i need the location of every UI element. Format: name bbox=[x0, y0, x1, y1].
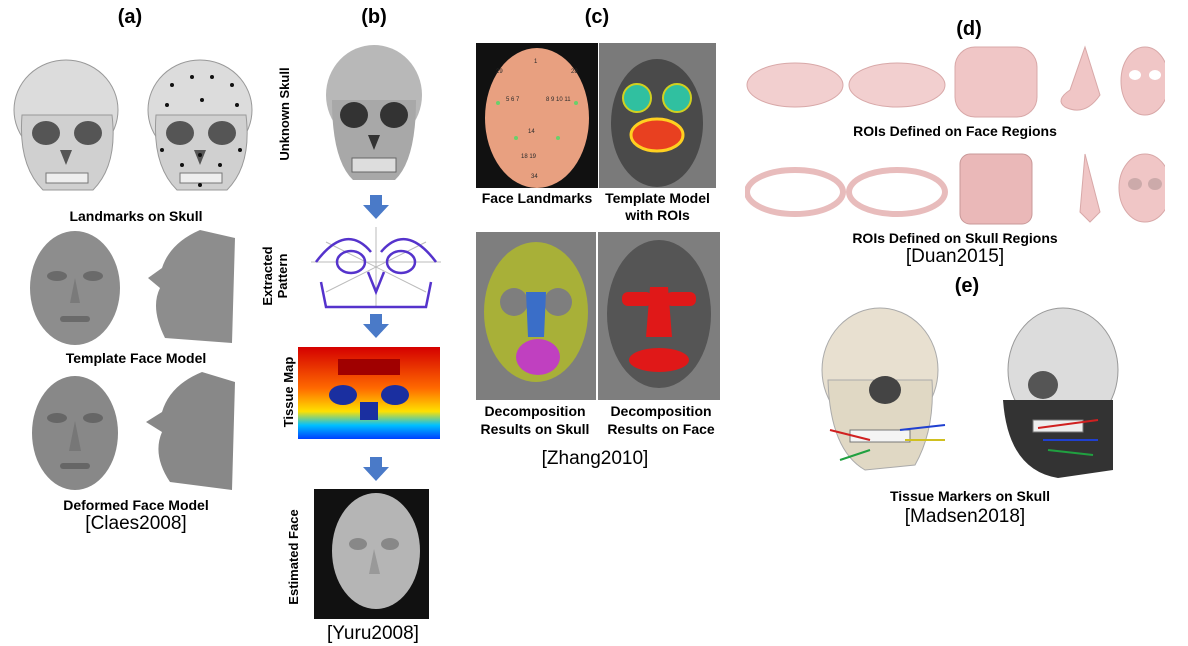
skull-image-front bbox=[13, 59, 119, 191]
decomposition-skull-image bbox=[476, 232, 596, 400]
caption-template-face-model: Template Face Model bbox=[65, 350, 207, 366]
template-model-rois-image bbox=[599, 43, 716, 188]
skull-image-landmarks bbox=[147, 59, 253, 191]
reference-yuru2008: [Yuru2008] bbox=[327, 623, 419, 644]
panel-d-label: (d) bbox=[956, 18, 982, 40]
caption-deformed-face-model: Deformed Face Model bbox=[63, 497, 209, 513]
svg-text:1: 1 bbox=[534, 59, 538, 65]
caption-template-model-rois: Template Model with ROIs bbox=[605, 190, 710, 223]
decomposition-face-image bbox=[598, 232, 720, 400]
reference-zhang2010: [Zhang2010] bbox=[541, 448, 649, 469]
svg-text:28: 28 bbox=[571, 69, 578, 75]
caption-rois-skull-regions: ROIs Defined on Skull Regions bbox=[852, 230, 1058, 246]
arrow-down-icon bbox=[363, 457, 389, 481]
arrow-down-icon bbox=[363, 195, 389, 219]
panel-b-label: (b) bbox=[361, 6, 387, 28]
caption-decomposition-skull: Decomposition Results on Skull bbox=[480, 403, 590, 437]
caption-decomposition-face: Decomposition Results on Face bbox=[607, 403, 715, 437]
svg-text:5 6 7: 5 6 7 bbox=[506, 97, 520, 103]
label-estimated-face: Estimated Face bbox=[286, 509, 301, 605]
reference-claes2008: [Claes2008] bbox=[85, 513, 187, 534]
reference-duan2015: [Duan2015] bbox=[905, 246, 1005, 267]
panel-a-label: (a) bbox=[117, 6, 143, 28]
caption-tissue-markers: Tissue Markers on Skull bbox=[889, 488, 1051, 504]
tissue-markers-skull-front bbox=[821, 307, 946, 471]
unknown-skull-image bbox=[326, 45, 422, 180]
label-extracted-pattern: Extracted Pattern bbox=[260, 246, 290, 306]
svg-text:14: 14 bbox=[528, 129, 535, 135]
label-tissue-map: Tissue Map bbox=[281, 356, 296, 428]
skull-rois-images bbox=[745, 153, 1165, 225]
face-rois-images bbox=[746, 45, 1165, 118]
face-landmarks-image: 1 29 28 5 6 7 8 9 10 11 14 18 19 34 bbox=[476, 43, 598, 188]
arrow-down-icon bbox=[363, 314, 389, 338]
panel-c-label: (c) bbox=[584, 6, 610, 28]
caption-landmarks-on-skull: Landmarks on Skull bbox=[69, 208, 203, 224]
reference-madsen2018: [Madsen2018] bbox=[904, 506, 1026, 527]
template-face-front bbox=[30, 231, 120, 345]
svg-text:18 19: 18 19 bbox=[521, 154, 537, 160]
deformed-face-front bbox=[32, 376, 118, 490]
estimated-face-image bbox=[314, 489, 429, 619]
tissue-markers-skull-side bbox=[1003, 307, 1119, 478]
label-unknown-skull: Unknown Skull bbox=[277, 67, 292, 161]
deformed-face-profile bbox=[146, 372, 235, 490]
template-face-profile bbox=[148, 230, 235, 343]
caption-face-landmarks: Face Landmarks bbox=[481, 190, 593, 206]
svg-text:8 9 10 11: 8 9 10 11 bbox=[546, 97, 571, 103]
svg-text:29: 29 bbox=[496, 69, 503, 75]
svg-text:34: 34 bbox=[531, 174, 538, 180]
tissue-map-image bbox=[298, 347, 440, 439]
extracted-pattern-image bbox=[311, 227, 441, 309]
caption-rois-face-regions: ROIs Defined on Face Regions bbox=[853, 123, 1057, 139]
panel-e-label: (e) bbox=[954, 275, 980, 297]
